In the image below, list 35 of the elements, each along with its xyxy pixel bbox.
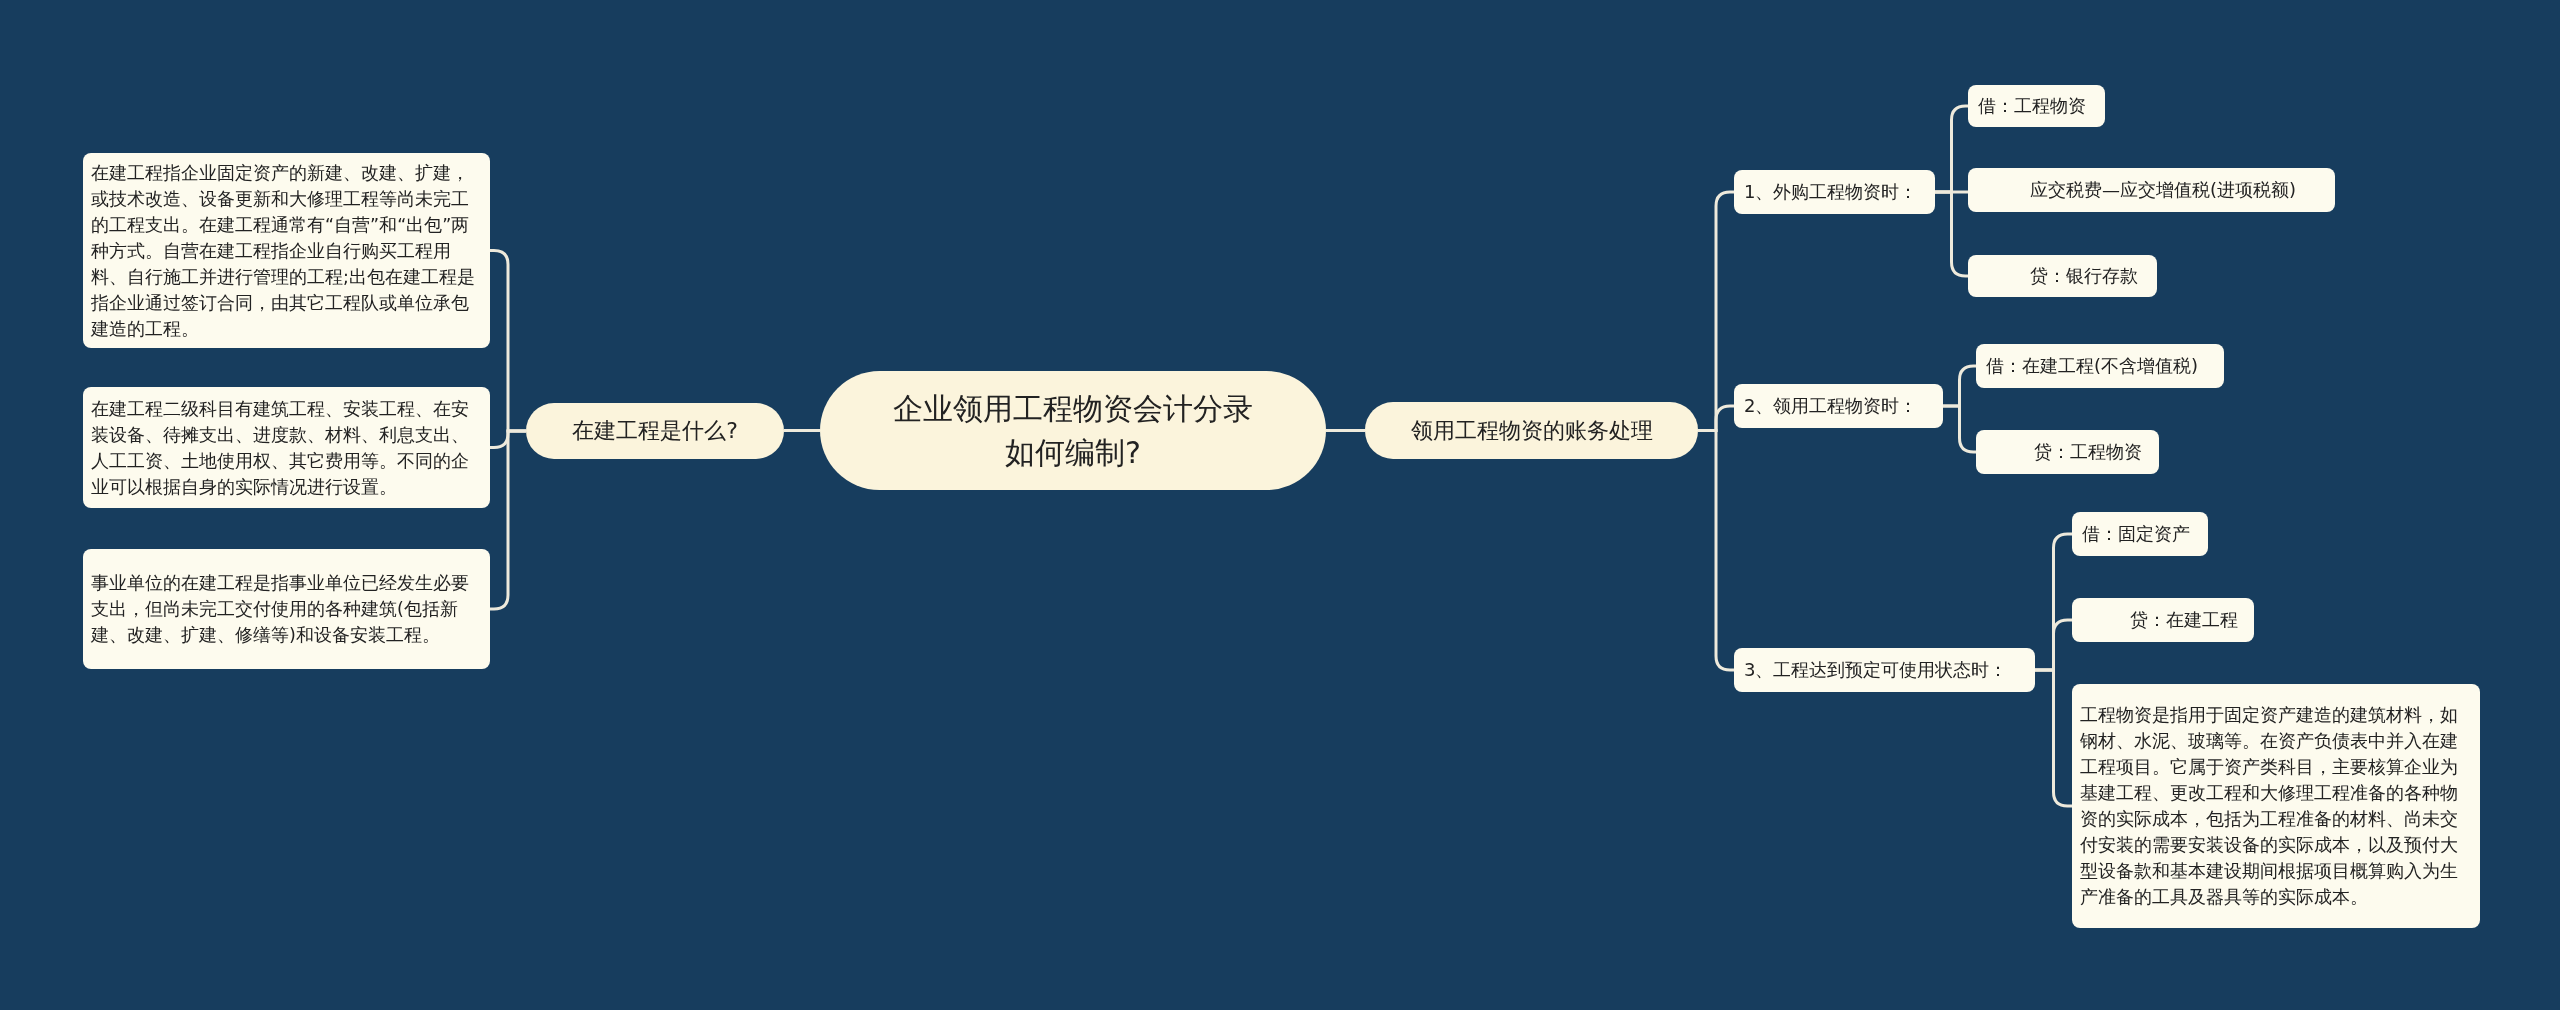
node-text: 借：固定资产: [2082, 522, 2190, 546]
entry-node: [1976, 344, 2224, 388]
node-text: 2、领用工程物资时：: [1744, 394, 1918, 418]
entry-node: [2072, 598, 2254, 642]
subtopic-node: [1734, 384, 1943, 428]
node-text: 借：在建工程(不含增值税): [1986, 354, 2199, 378]
node-text: 在建工程是什么?: [572, 417, 738, 445]
note-card: [2072, 684, 2480, 928]
node-text: 借：工程物资: [1978, 94, 2086, 118]
entry-node: [1968, 85, 2105, 127]
entry-node: [1968, 168, 2335, 212]
subtopic-node: [1734, 170, 1935, 214]
node-text: 在建工程二级科目有建筑工程、安装工程、在安装设备、待摊支出、进度款、材料、利息支出、人工工资、土地使用权、其它费用等。不同的企业可以根据自身的实际情况进行设置。: [91, 397, 470, 499]
subtopic-node: [1734, 648, 2035, 692]
node-text: 领用工程物资的账务处理: [1410, 416, 1653, 445]
node-text: 贷：在建工程: [2130, 608, 2238, 632]
note-card: [83, 387, 490, 508]
topic-node: [1365, 402, 1698, 459]
node-text: 在建工程指企业固定资产的新建、改建、扩建，或技术改造、设备更新和大修理工程等尚未完工的工程支出。在建工程通常有“自营”和“出包”两种方式。自营在建工程指企业自行购买工程用料、自行施工并进行管理的工程;出包在建工程是指企业通过签订合同，由其它工程队或单位承包建造的工程。: [91, 161, 476, 341]
node-text: 贷：工程物资: [2034, 440, 2142, 464]
entry-node: [1976, 430, 2159, 474]
connector-line: [1943, 404, 1976, 454]
node-text: 事业单位的在建工程是指事业单位已经发生必要支出，但尚未完工交付使用的各种建筑(包括新建、改建、扩建、修缮等)和设备安装工程。: [91, 572, 470, 647]
connector-line: [784, 429, 820, 432]
node-text: 贷：银行存款: [2030, 264, 2138, 288]
node-text: 1、外购工程物资时：: [1744, 180, 1918, 204]
entry-node: [1968, 255, 2157, 297]
node-text: 应交税费—应交增值税(进项税额): [2030, 178, 2297, 202]
note-card: [83, 549, 490, 669]
connector-line: [1326, 429, 1365, 432]
node-text: 工程物资是指用于固定资产建造的建筑材料，如钢材、水泥、玻璃等。在资产负债表中并入在建工程项目。它属于资产类科目，主要核算企业为基建工程、更改工程和大修理工程准备的各种物资的实际成本，包括为工程准备的材料、尚未交付安装的需要安装设备的实际成本，以及预付大型设备款和基本建设期间根据项目概算购入为生产准备的工具及器具等的实际成本。: [2080, 704, 2459, 909]
entry-node: [2072, 512, 2208, 556]
node-text: 3、工程达到预定可使用状态时：: [1744, 658, 2008, 682]
node-text: 企业领用工程物资会计分录如何编制?: [892, 389, 1254, 472]
topic-node: [526, 403, 784, 459]
